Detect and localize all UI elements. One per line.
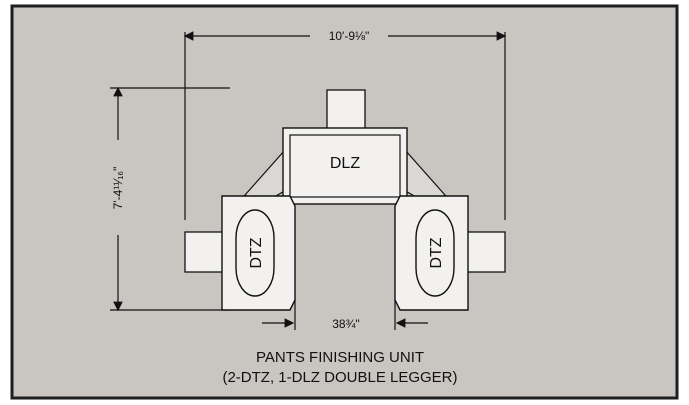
- caption-line-2: (2-DTZ, 1-DLZ DOUBLE LEGGER): [222, 369, 457, 386]
- right-nub: [464, 231, 506, 273]
- width-dimension-label: 10'-9⅛": [329, 29, 370, 43]
- center-pedestal: [326, 89, 366, 131]
- dtz-left-pad: [235, 209, 275, 297]
- height-dimension-label: 7'-4¹¹⁄₁₆": [111, 167, 125, 210]
- dtz-left-label: DTZ: [248, 237, 265, 268]
- dlz-label: DLZ: [330, 155, 360, 172]
- dtz-right-pad: [415, 209, 455, 297]
- gap-dimension-label: 38¾": [332, 317, 360, 331]
- dlz-unit-inner: [289, 134, 401, 198]
- caption-line-1: PANTS FINISHING UNIT: [256, 349, 424, 366]
- dtz-right-label: DTZ: [428, 237, 445, 268]
- left-nub: [184, 231, 226, 273]
